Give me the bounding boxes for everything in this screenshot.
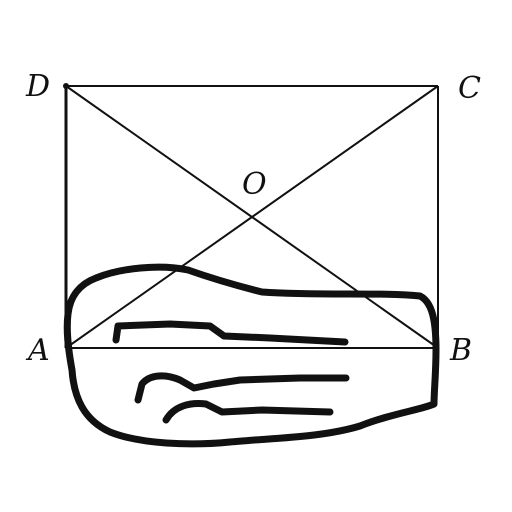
scribble-stroke-3 — [162, 400, 334, 424]
point-label-B: B — [449, 333, 472, 368]
point-label-O: O — [242, 167, 267, 202]
diagonal-AC — [65, 85, 439, 349]
scribble-outline — [63, 263, 440, 448]
point-label-D: D — [25, 69, 50, 104]
scribble-stroke-1 — [112, 320, 349, 346]
point-label-C: C — [458, 71, 481, 106]
point-label-A: A — [25, 333, 50, 368]
scribble-stroke-2 — [134, 372, 350, 404]
vertex-dot-D — [63, 83, 69, 89]
